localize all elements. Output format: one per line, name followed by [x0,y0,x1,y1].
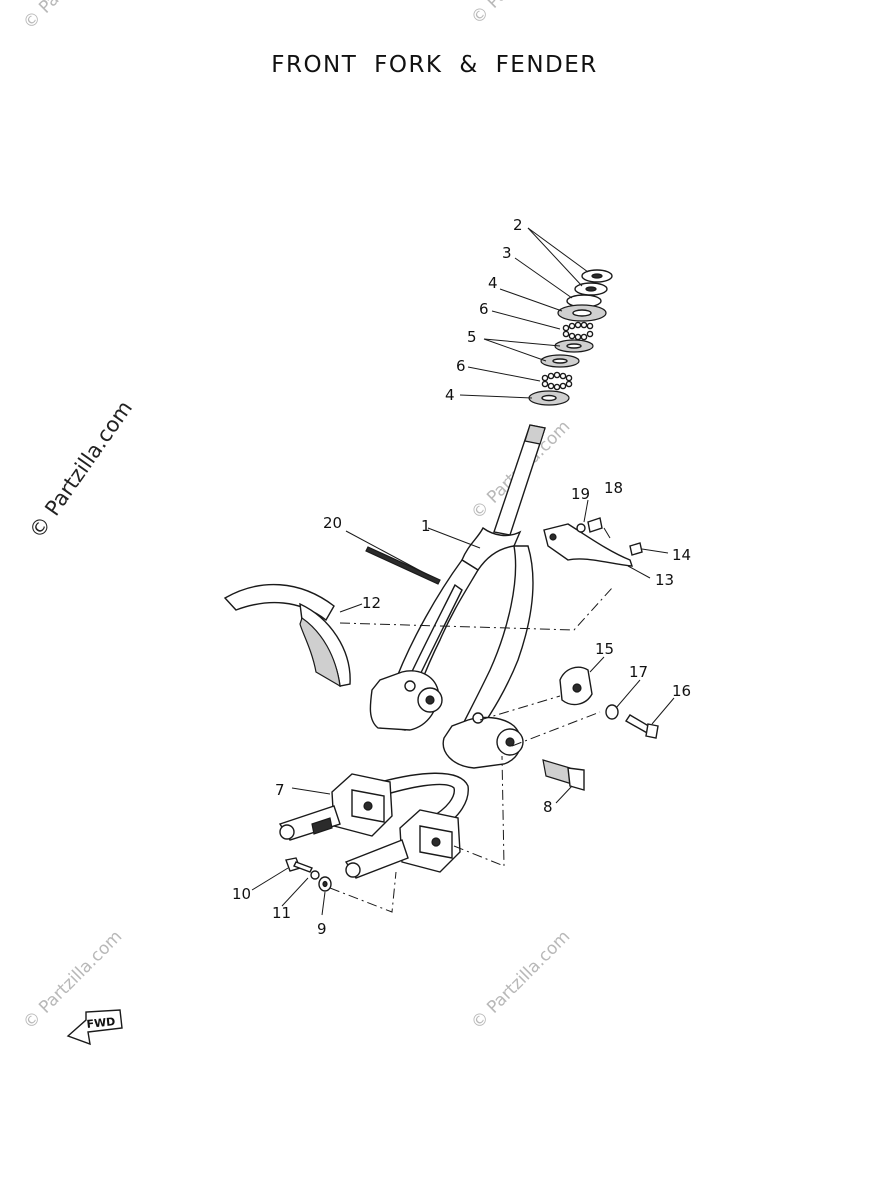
front-fender [223,583,351,688]
bolt-18 [587,517,603,533]
race-5-upper-hole [566,343,582,349]
right-foot-hole [505,737,515,747]
race-5-lower-hole [552,358,568,364]
callout-numbers: 2 3 4 6 5 6 4 20 1 19 18 14 13 12 15 17 … [232,216,691,938]
steering-stack [528,269,613,406]
ball-bearings-lower [541,371,573,391]
plate-15-hole [572,683,582,693]
right-foot-bolt [472,712,484,724]
callout-5: 5 [467,328,477,346]
watermarks: © Partzilla.com © Partzilla.com © Partzi… [19,0,574,1034]
watermark-bottom-center: © Partzilla.com [467,927,574,1034]
ball-bearings-upper [562,321,594,341]
callout-13: 13 [655,571,674,589]
callout-6-upper: 6 [479,300,489,318]
bolt-10-shank [293,861,313,873]
bracket-hole [549,533,557,541]
callout-17: 17 [629,663,648,681]
leader-lines [251,227,675,916]
callout-14: 14 [672,546,691,564]
axle-8 [542,759,573,785]
callout-6-lower: 6 [456,357,466,375]
arm-link-upper-pad [311,817,333,835]
suspension-arm [278,772,469,879]
callout-7: 7 [275,781,285,799]
callout-4-lower: 4 [445,386,455,404]
part-20-rod [365,546,441,585]
diagram-title: FRONT FORK & FENDER [271,52,598,78]
arm-block-lower-hole [431,837,441,847]
washer-11 [310,870,320,880]
callout-1: 1 [421,517,431,535]
bolt-16-head [645,723,659,739]
left-foot-bolt [404,680,416,692]
callout-19: 19 [571,485,590,503]
left-foot-hole [425,695,435,705]
arm-link-upper-eye [279,824,295,840]
callout-11: 11 [272,904,291,922]
fork-left-foot [369,670,439,731]
watermark-top-left: © Partzilla.com [19,0,126,34]
assembly-lines [329,587,613,913]
axle-8-head [567,767,585,791]
callout-16: 16 [672,682,691,700]
side-watermark: © Partzilla.com [24,396,137,543]
callout-12: 12 [362,594,381,612]
race-4-upper-hole [572,309,592,317]
fender-inner [299,617,341,688]
screw-14 [629,542,643,556]
callout-8: 8 [543,798,553,816]
callout-2: 2 [513,216,523,234]
callout-10: 10 [232,885,251,903]
callout-9: 9 [317,920,327,938]
callout-3: 3 [502,244,512,262]
front-fork [369,424,546,769]
washer-9-hole [322,880,328,888]
watermark-top-center: © Partzilla.com [467,0,574,29]
stem-thread [524,424,546,445]
fender-top-shell [223,583,335,622]
nut-second-hole [585,286,597,292]
fender-bracket [543,517,643,567]
nut-top-hole [591,273,603,279]
callout-15: 15 [595,640,614,658]
nut-19 [576,523,586,533]
arm-link-lower-eye [345,862,361,878]
fwd-label: FWD [86,1015,116,1031]
washer-17 [605,704,619,720]
fork-crown [461,526,522,571]
race-4-lower-hole [541,394,557,402]
callout-20: 20 [323,514,342,532]
arm-block-upper-hole [363,801,373,811]
callout-18: 18 [604,479,623,497]
callout-4-upper: 4 [488,274,498,292]
bracket-13 [543,523,634,567]
fwd-arrow-icon: FWD [66,1009,123,1046]
